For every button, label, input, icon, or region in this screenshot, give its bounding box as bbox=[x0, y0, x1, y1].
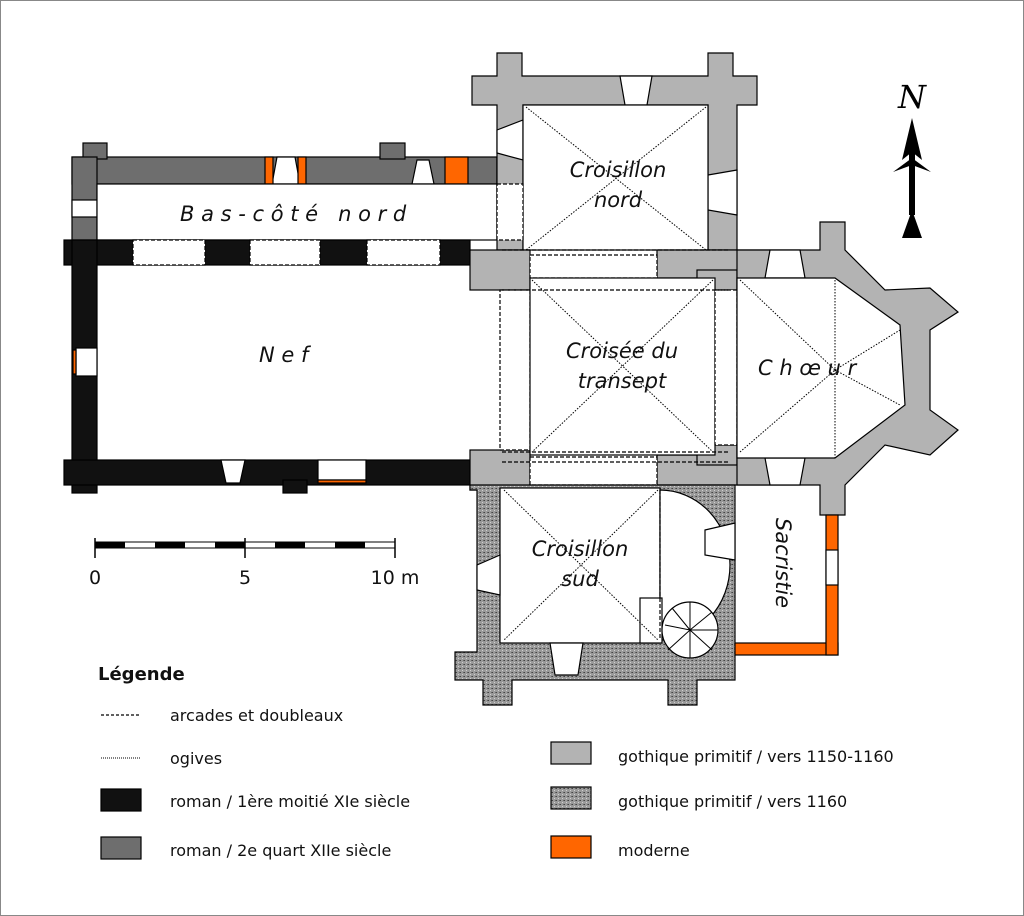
legend-label-roman-1: roman / 1ère moitié XIe siècle bbox=[170, 792, 410, 811]
nef-walls bbox=[63, 239, 471, 494]
legend-title: Légende bbox=[98, 664, 185, 685]
legend-label-ogives: ogives bbox=[170, 749, 222, 768]
label-croisillon-nord-1: Croisillon bbox=[570, 158, 667, 182]
label-croisee-2: transept bbox=[578, 369, 667, 393]
legend: Légende arcades et doubleaux ogives roma… bbox=[98, 664, 894, 860]
legend-label-moderne: moderne bbox=[618, 841, 690, 860]
scale-tick-0: 0 bbox=[89, 567, 101, 589]
choeur-walls bbox=[736, 221, 960, 516]
spiral-staircase bbox=[661, 601, 719, 659]
legend-label-arcades: arcades et doubleaux bbox=[170, 706, 343, 725]
legend-swatch-roman-1 bbox=[100, 788, 142, 812]
label-choeur: C h œ u r bbox=[758, 356, 858, 380]
label-bas-cote-nord: B a s - c ô t é n o r d bbox=[180, 202, 407, 226]
legend-swatch-moderne bbox=[550, 835, 592, 859]
bas-cote-nord-walls bbox=[71, 142, 525, 243]
scale-tick-5: 5 bbox=[239, 567, 251, 589]
north-arrow: N bbox=[893, 78, 931, 238]
scale-tick-10: 10 m bbox=[371, 567, 420, 589]
legend-swatch-gothique-1 bbox=[550, 741, 592, 765]
legend-label-gothique-1: gothique primitif / vers 1150-1160 bbox=[618, 747, 894, 766]
scale-bar: 0 5 10 m bbox=[89, 538, 419, 589]
legend-label-gothique-2: gothique primitif / vers 1160 bbox=[618, 792, 847, 811]
north-label: N bbox=[897, 78, 927, 116]
label-sacristie: Sacristie bbox=[771, 518, 795, 608]
label-croisee-1: Croisée du bbox=[566, 339, 678, 363]
label-croisillon-sud-1: Croisillon bbox=[532, 537, 629, 561]
sacristie-walls bbox=[734, 514, 839, 656]
label-croisillon-nord-2: nord bbox=[594, 188, 643, 212]
croisillon-nord-walls bbox=[471, 52, 758, 251]
legend-label-roman-2: roman / 2e quart XIIe siècle bbox=[170, 841, 391, 860]
label-nef: N e f bbox=[259, 343, 312, 367]
legend-swatch-roman-2 bbox=[100, 836, 142, 860]
label-croisillon-sud-2: sud bbox=[561, 567, 599, 591]
croisillon-sud-walls bbox=[454, 484, 736, 706]
legend-swatch-gothique-2 bbox=[550, 786, 592, 810]
ogives bbox=[502, 106, 901, 641]
